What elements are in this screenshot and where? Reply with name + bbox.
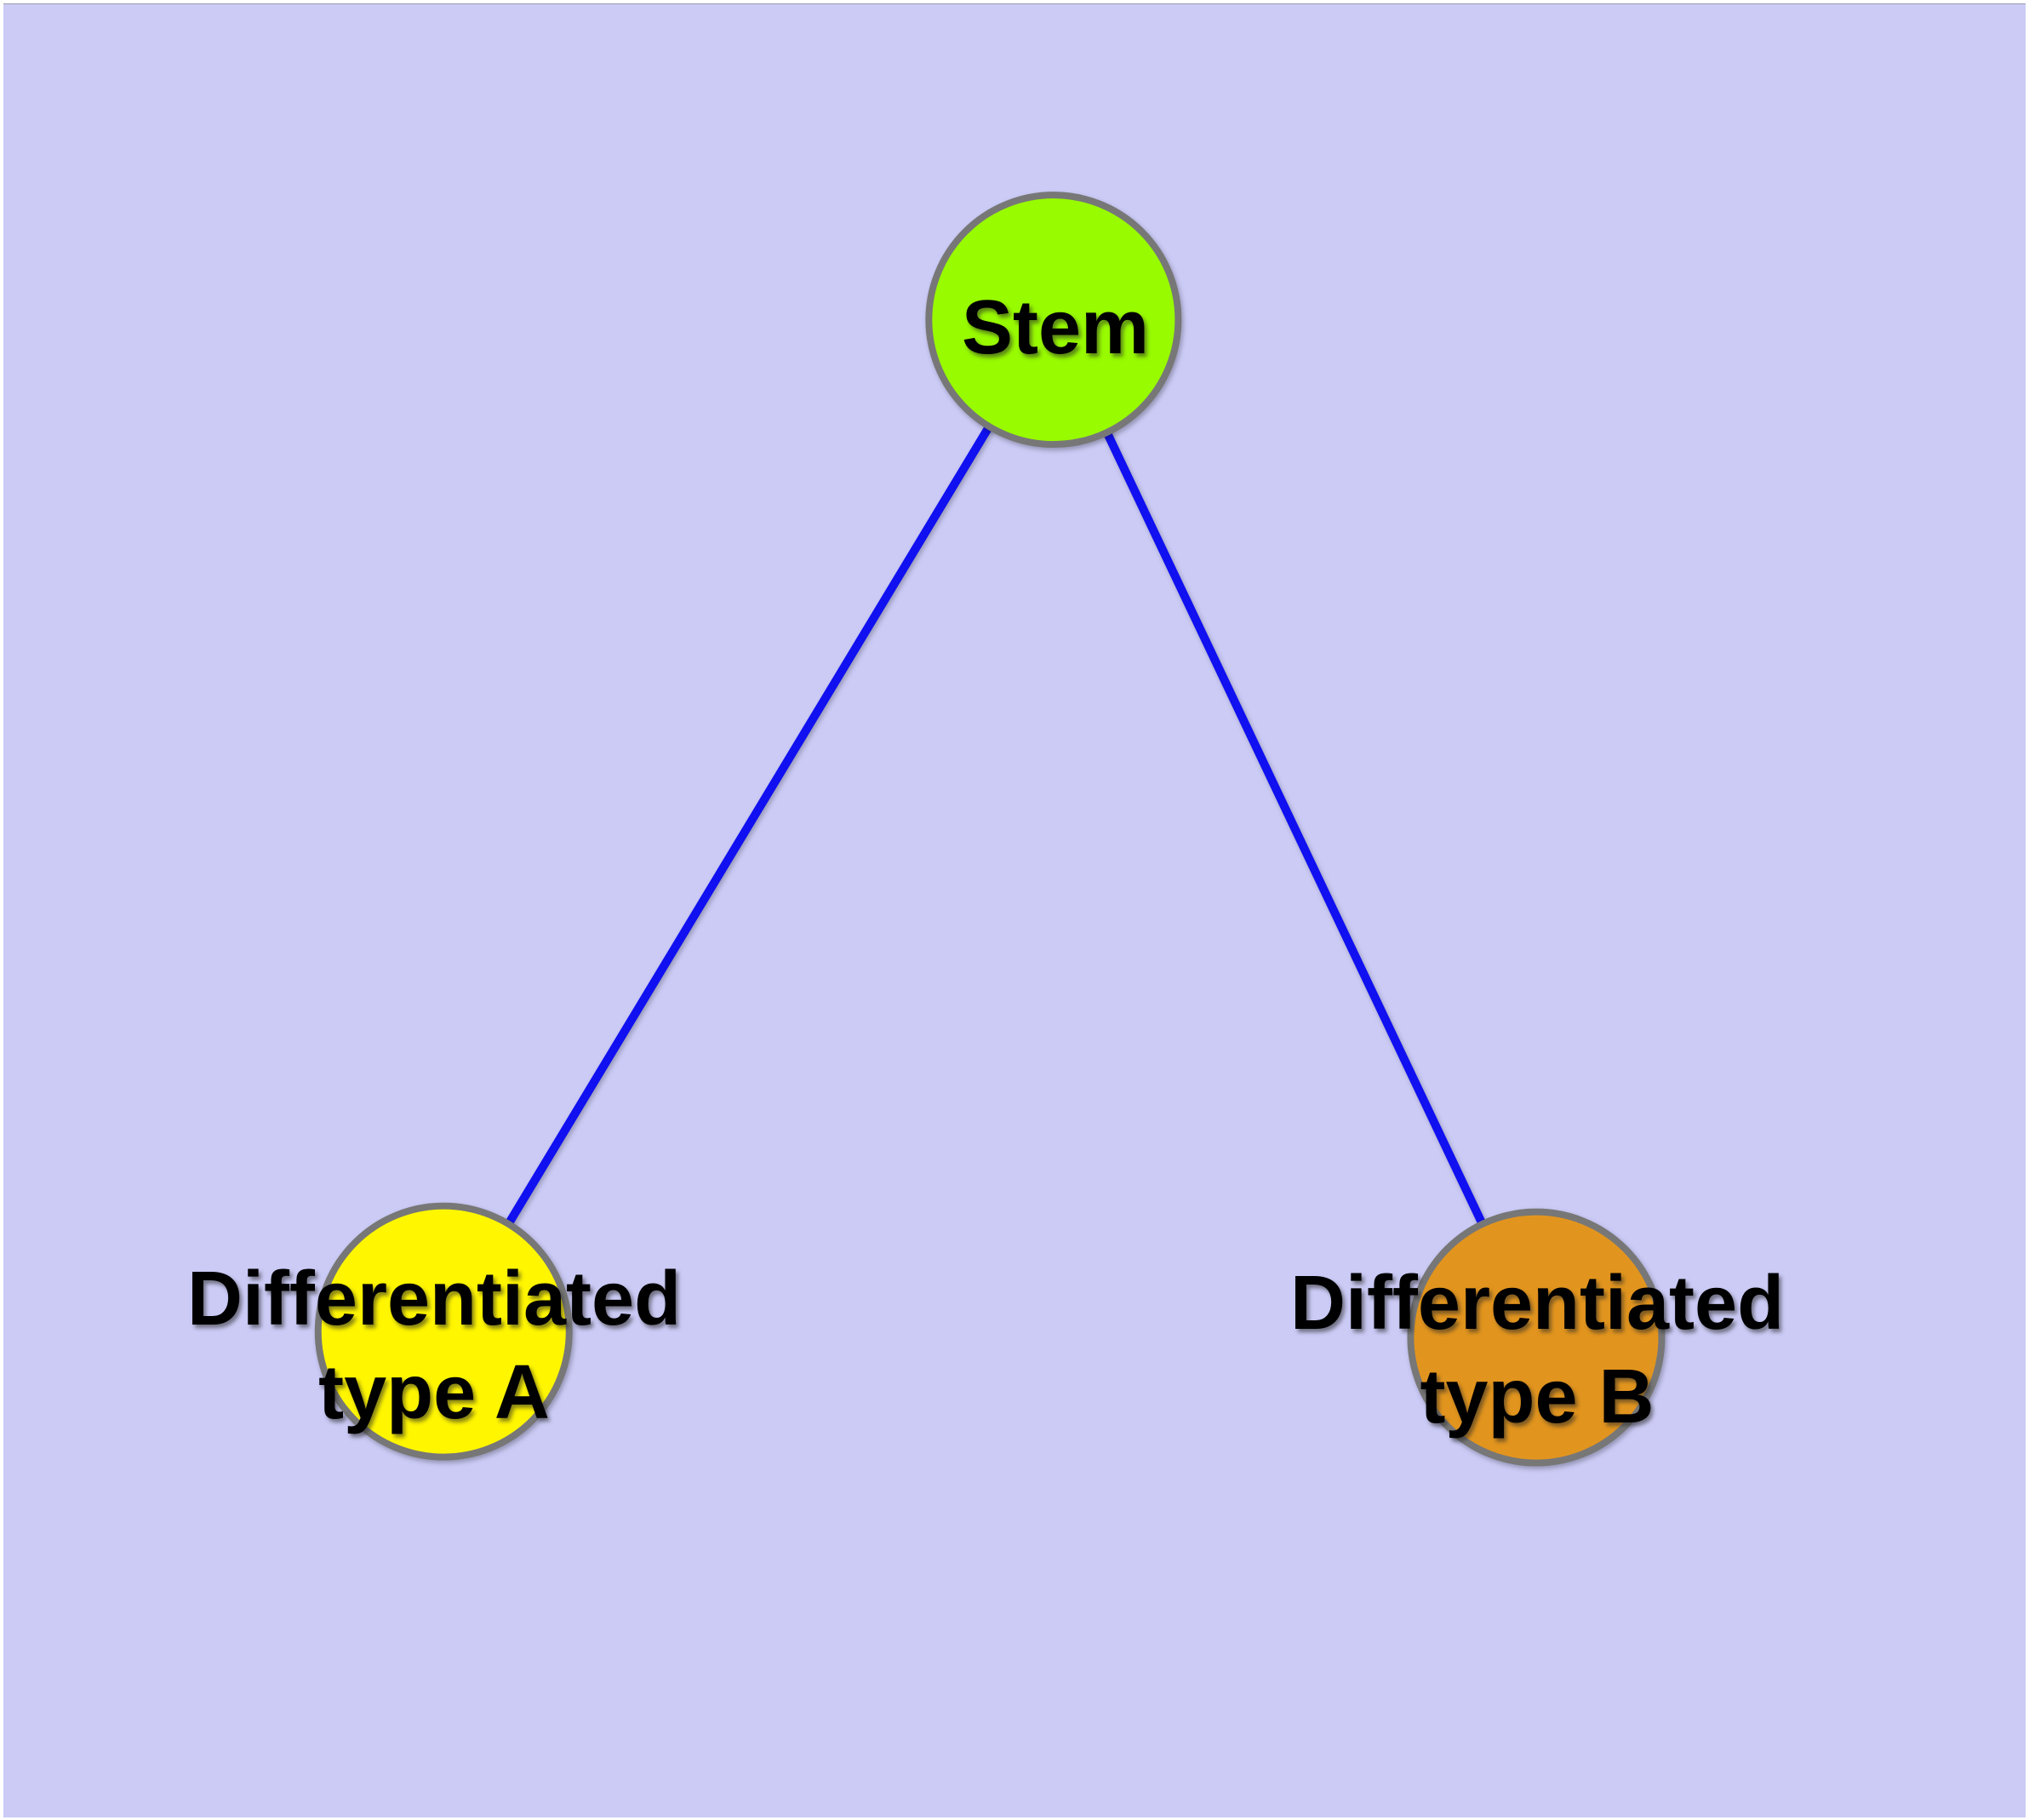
diagram-canvas: Stem Differentiated type A Differentiate…	[3, 3, 2026, 1817]
edge-stem-to-differentiated-type-a[interactable]	[439, 318, 1058, 1334]
node-circle-differentiated-type-a[interactable]	[314, 1202, 573, 1461]
graph-svg	[314, 192, 1666, 1467]
edge-stem-to-differentiated-type-b[interactable]	[1049, 318, 1540, 1340]
node-circle-stem[interactable]	[925, 192, 1182, 449]
node-circle-differentiated-type-b[interactable]	[1407, 1208, 1666, 1467]
